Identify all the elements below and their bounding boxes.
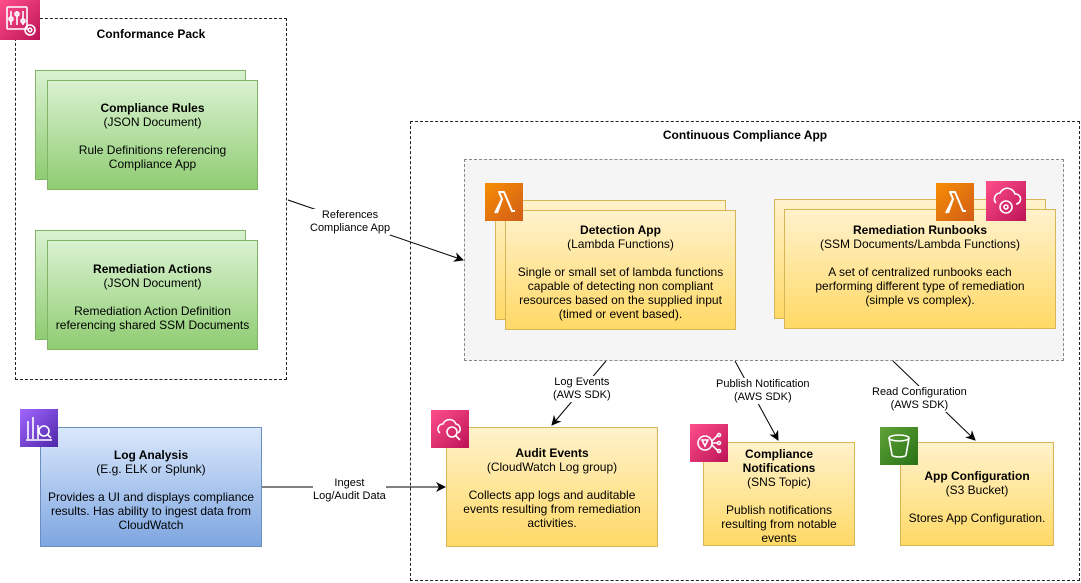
app-title: Continuous Compliance App (662, 128, 828, 142)
log-analysis-title: Log Analysis (113, 448, 189, 462)
audit-events-card: Audit Events (CloudWatch Log group) Coll… (446, 427, 658, 547)
detection-app-desc-3: resources based on the supplied input (519, 293, 722, 307)
edge-label-log-events-2: (AWS SDK) (553, 389, 611, 401)
edge-label-ingest: Ingest Log/Audit Data (313, 477, 386, 503)
edge-label-references-2: Compliance App (310, 222, 391, 234)
notifications-desc-2: resulting from notable (721, 517, 837, 531)
remediation-runbooks-desc-1: A set of centralized runbooks each (828, 265, 1012, 279)
audit-events-desc-1: Collects app logs and auditable (468, 488, 636, 502)
edge-label-publish-1: Publish Notification (716, 378, 810, 390)
edge-label-read-config-1: Read Configuration (872, 386, 967, 398)
detection-app-desc-1: Single or small set of lambda functions (517, 265, 724, 279)
remediation-runbooks-card: Remediation Runbooks (SSM Documents/Lamb… (784, 209, 1056, 329)
detection-app-subtitle: (Lambda Functions) (567, 237, 674, 251)
compliance-rules-title: Compliance Rules (100, 101, 205, 115)
compliance-rules-subtitle: (JSON Document) (103, 115, 202, 129)
detection-app-desc-4: (timed or event based). (558, 307, 683, 321)
log-analysis-desc-1: Provides a UI and displays compliance (47, 490, 255, 504)
app-configuration-desc-1: Stores App Configuration. (908, 511, 1046, 525)
edge-label-read-config: Read Configuration (AWS SDK) (872, 386, 967, 412)
remediation-actions-card: Remediation Actions (JSON Document) Reme… (47, 240, 258, 350)
edge-label-read-config-2: (AWS SDK) (890, 399, 949, 411)
remediation-actions-desc-1: Remediation Action Definition (74, 304, 231, 318)
remediation-actions-title: Remediation Actions (93, 262, 212, 276)
app-configuration-card: App Configuration (S3 Bucket) Stores App… (900, 442, 1054, 546)
audit-events-title: Audit Events (515, 446, 589, 460)
remediation-runbooks-subtitle: (SSM Documents/Lambda Functions) (819, 237, 1021, 251)
notifications-desc-1: Publish notifications (725, 503, 833, 517)
lambda-icon (936, 183, 974, 221)
audit-events-desc-2: events resulting from remediation (463, 502, 641, 516)
edge-label-ingest-2: Log/Audit Data (313, 490, 386, 502)
log-analysis-desc-2: results. Has ability to ingest data from (50, 504, 252, 518)
edge-label-log-events-1: Log Events (554, 376, 610, 388)
systems-manager-icon (986, 181, 1026, 221)
detection-app-card: Detection App (Lambda Functions) Single … (505, 210, 736, 330)
log-analysis-card: Log Analysis (E.g. ELK or Splunk) Provid… (40, 427, 262, 547)
cloudwatch-logs-icon (431, 410, 469, 448)
app-configuration-title: App Configuration (924, 469, 1030, 483)
analytics-icon (20, 409, 58, 447)
edge-label-publish: Publish Notification (AWS SDK) (716, 378, 810, 404)
audit-events-subtitle: (CloudWatch Log group) (486, 460, 618, 474)
notifications-title-2: Notifications (742, 461, 816, 475)
compliance-rules-desc-2: Compliance App (108, 157, 197, 171)
notifications-title-1: Compliance (744, 447, 813, 461)
notifications-desc-3: events (761, 531, 797, 545)
detection-app-title: Detection App (580, 223, 661, 237)
aws-config-icon (0, 0, 40, 40)
remediation-runbooks-desc-3: (simple vs complex). (865, 293, 975, 307)
conformance-pack-title: Conformance Pack (96, 27, 206, 41)
lambda-icon (485, 183, 523, 221)
notifications-subtitle: (SNS Topic) (747, 475, 811, 489)
remediation-actions-desc-2: referencing shared SSM Documents (55, 318, 250, 332)
log-analysis-subtitle: (E.g. ELK or Splunk) (96, 462, 206, 476)
conformance-pack-container: Conformance Pack (15, 18, 287, 380)
edge-label-references-1: References (321, 209, 379, 221)
continuous-compliance-app-container: Continuous Compliance App (410, 121, 1080, 581)
compliance-rules-desc-1: Rule Definitions referencing (78, 143, 227, 157)
s3-bucket-icon (880, 427, 918, 465)
detection-app-desc-2: capable of detecting non compliant (527, 279, 714, 293)
compliance-notifications-card: Compliance Notifications (SNS Topic) Pub… (703, 442, 855, 546)
edge-label-references: References Compliance App (310, 209, 391, 235)
edge-label-ingest-1: Ingest (334, 477, 365, 489)
audit-events-desc-3: activities. (527, 516, 577, 530)
edge-label-log-events: Log Events (AWS SDK) (553, 376, 611, 402)
remediation-actions-subtitle: (JSON Document) (103, 276, 202, 290)
compliance-rules-card: Compliance Rules (JSON Document) Rule De… (47, 80, 258, 190)
edge-label-publish-2: (AWS SDK) (733, 391, 792, 403)
log-analysis-desc-3: CloudWatch (118, 518, 184, 532)
remediation-runbooks-desc-2: performing different type of remediation (815, 279, 1025, 293)
remediation-runbooks-title: Remediation Runbooks (852, 223, 987, 237)
sns-icon (690, 424, 728, 462)
app-configuration-subtitle: (S3 Bucket) (945, 483, 1009, 497)
